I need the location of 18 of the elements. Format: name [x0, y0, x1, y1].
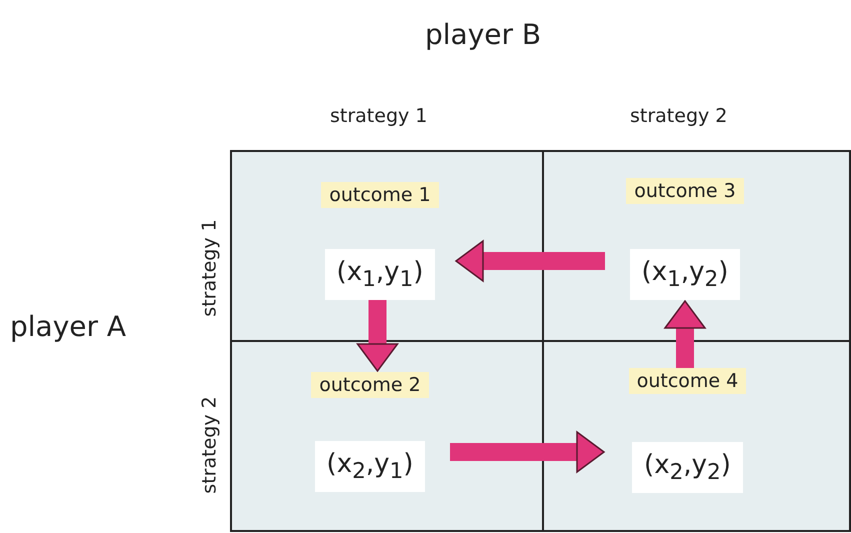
payoff-value: (x$_{2}$,y$_{1}$): [314, 440, 426, 492]
arrow: [450, 431, 605, 473]
outcome-label: outcome 4: [628, 368, 746, 394]
outcome-label: outcome 1: [321, 182, 439, 208]
player-name: player B: [425, 18, 542, 51]
arrow: [356, 300, 398, 372]
row-header: strategy 2: [198, 396, 220, 494]
payoff-value: (x$_{1}$,y$_{1}$): [324, 248, 436, 300]
row-header: strategy 1: [198, 219, 220, 317]
player-name: player A: [10, 310, 126, 343]
outcome-label: outcome 2: [311, 372, 429, 398]
payoff-value: (x$_{1}$,y$_{2}$): [630, 248, 740, 300]
payoff-value: (x$_{2}$,y$_{2}$): [632, 442, 743, 493]
outcome-label: outcome 3: [626, 178, 744, 204]
column-header: strategy 1: [330, 105, 428, 127]
arrow: [664, 300, 706, 368]
column-header: strategy 2: [630, 105, 728, 127]
arrow: [455, 240, 605, 282]
